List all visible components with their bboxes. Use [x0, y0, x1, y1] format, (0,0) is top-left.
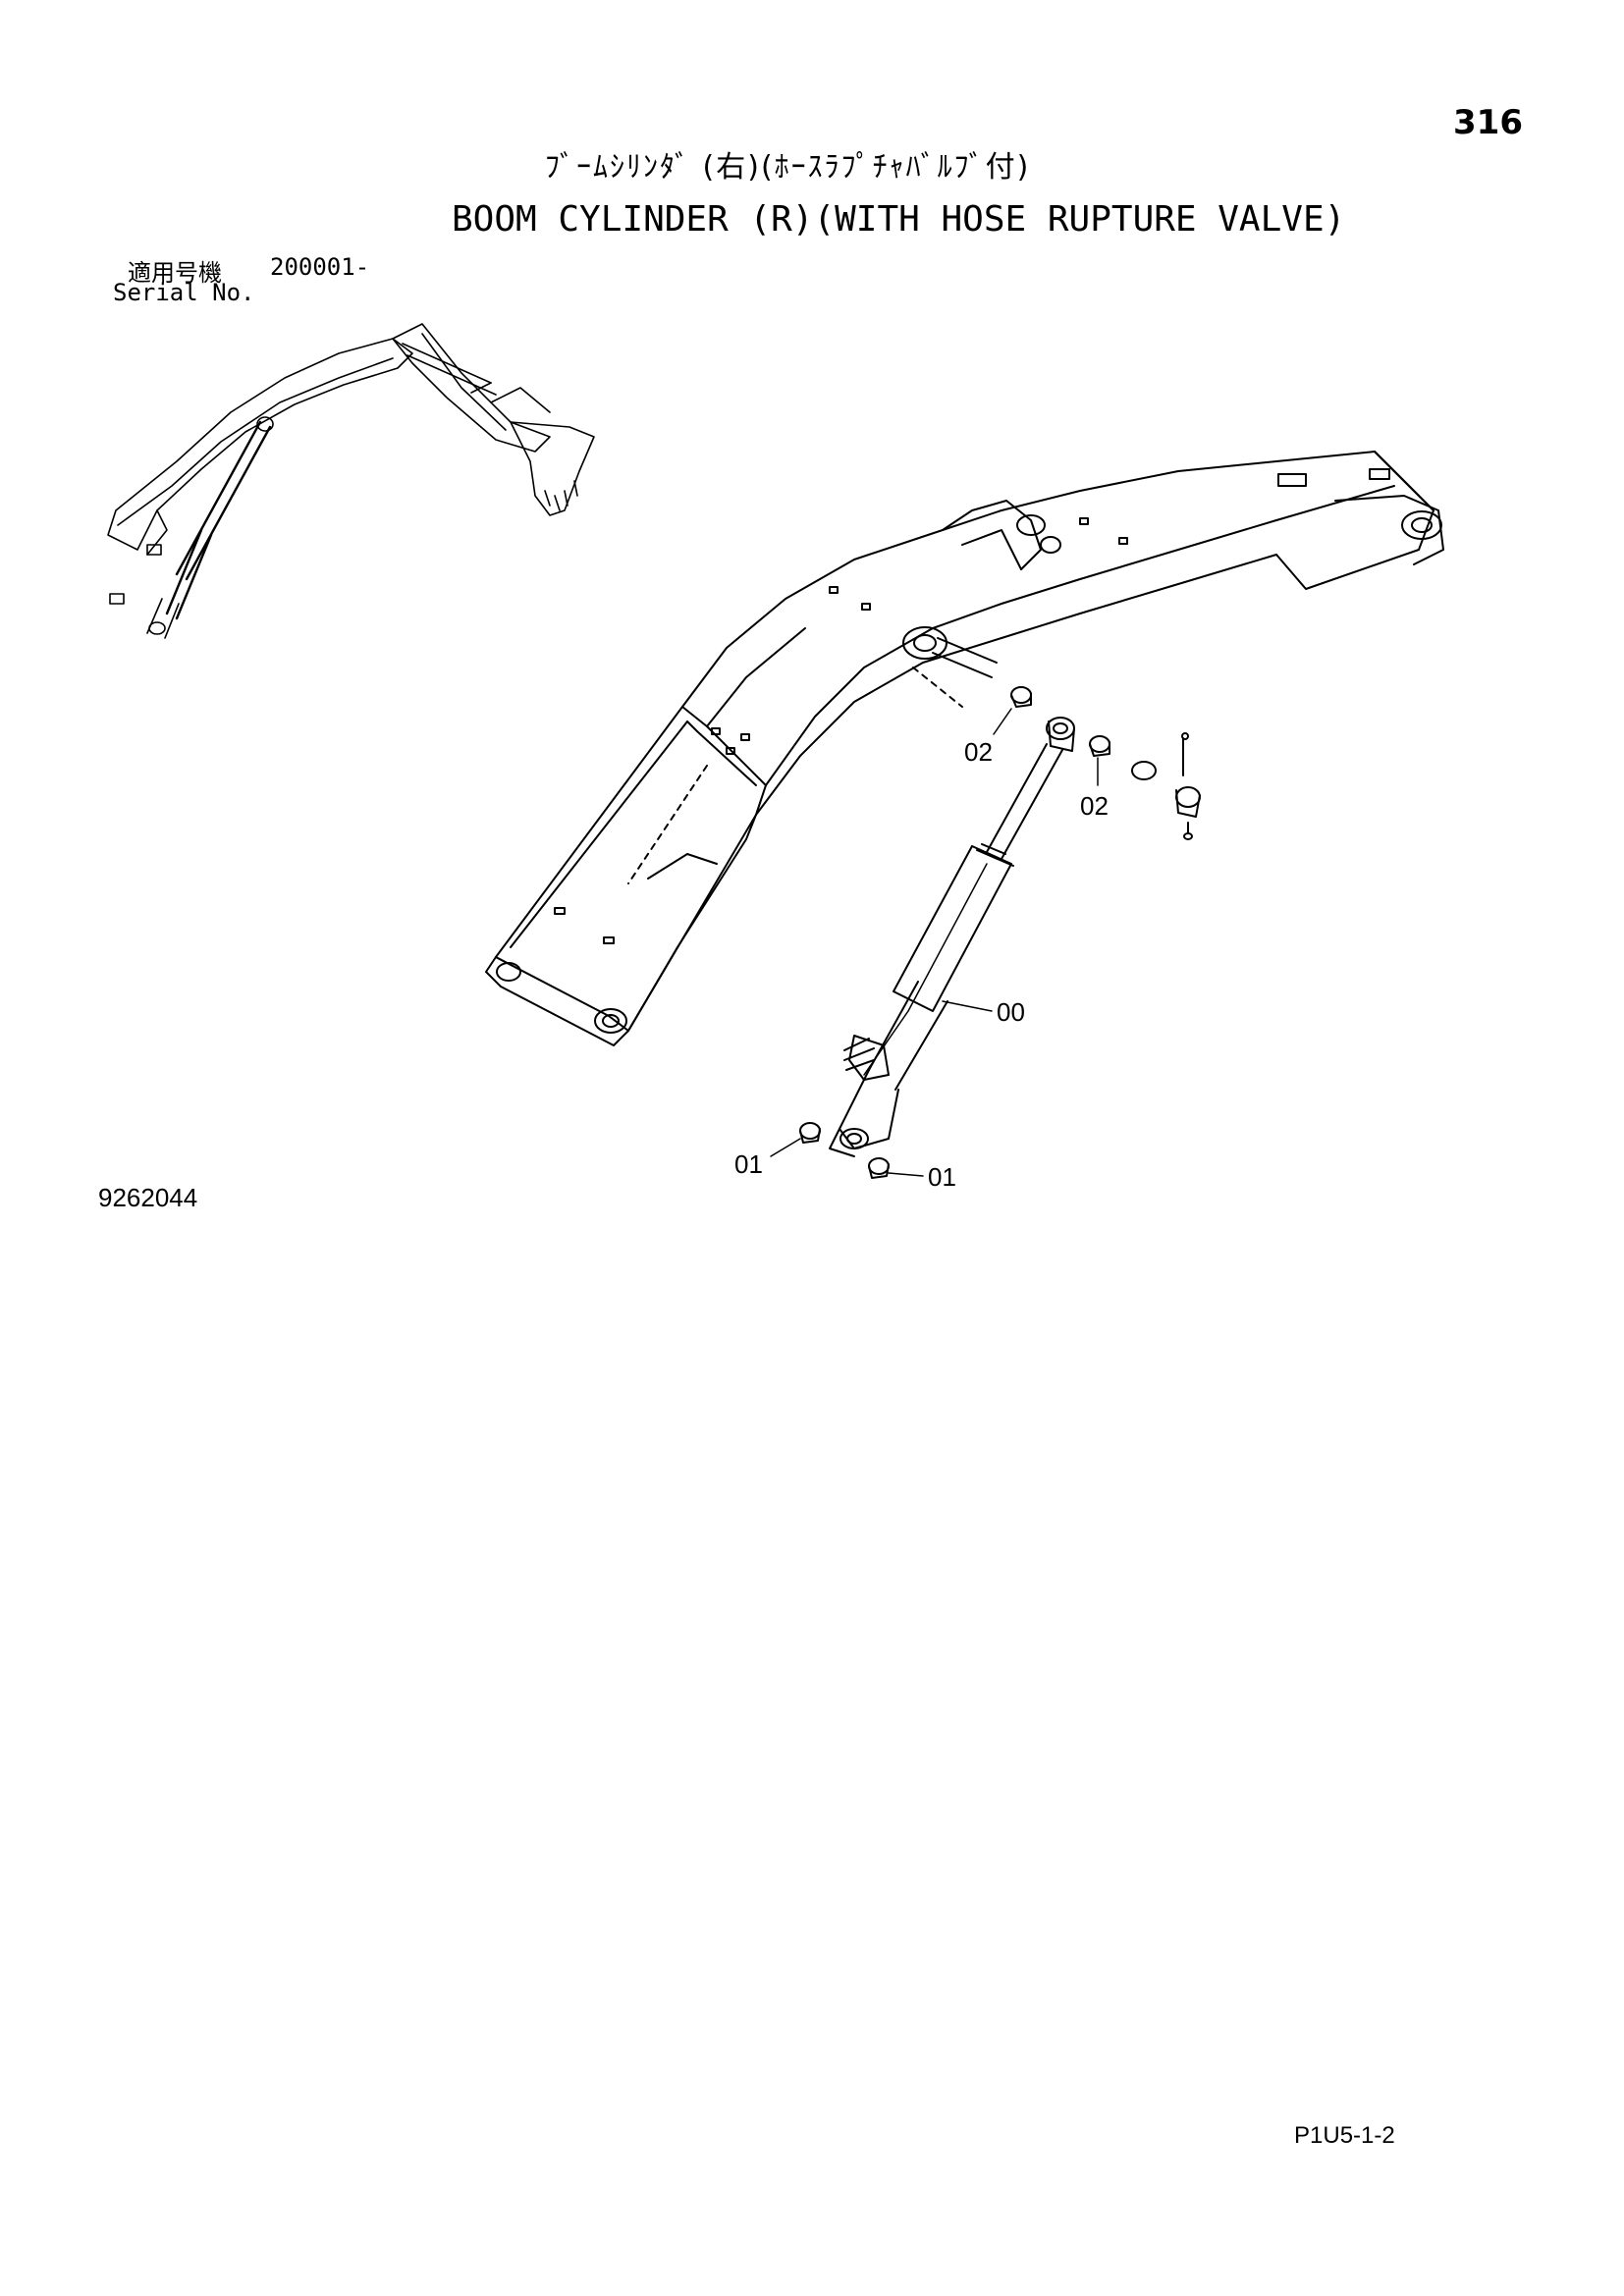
page-code: P1U5-1-2 — [1294, 2122, 1395, 2149]
overview-excavator-front — [107, 323, 595, 639]
serial-label-english: Serial No. — [113, 279, 255, 306]
main-boom — [485, 451, 1444, 1046]
page-number: 316 — [1453, 103, 1523, 142]
bushing-01-right — [868, 1157, 890, 1175]
bushing-01-left — [799, 1122, 821, 1140]
callout-02-right: 02 — [1080, 791, 1109, 821]
callout-labels: 02 02 00 01 01 — [734, 737, 1109, 1192]
title-english: BOOM CYLINDER (R)(WITH HOSE RUPTURE VALV… — [452, 199, 1346, 240]
callout-01-left: 01 — [734, 1149, 763, 1179]
callout-01-right: 01 — [928, 1162, 956, 1192]
drawing-number: 9262044 — [98, 1183, 198, 1212]
callout-02-left: 02 — [964, 737, 993, 767]
boom-cylinder — [829, 717, 1075, 1157]
leader-lines — [770, 708, 1099, 1177]
serial-label-japanese: 適用号機 — [128, 259, 222, 287]
title-japanese: ﾌﾞｰﾑｼﾘﾝﾀﾞ (右)(ﾎｰｽﾗﾌﾟﾁｬﾊﾞﾙﾌﾞ付) — [545, 150, 1031, 185]
bushing-02-upper-right — [1089, 735, 1110, 753]
callout-00: 00 — [997, 997, 1025, 1027]
serial-value: 200001- — [270, 253, 370, 281]
bushings-and-pins — [799, 686, 1201, 1179]
